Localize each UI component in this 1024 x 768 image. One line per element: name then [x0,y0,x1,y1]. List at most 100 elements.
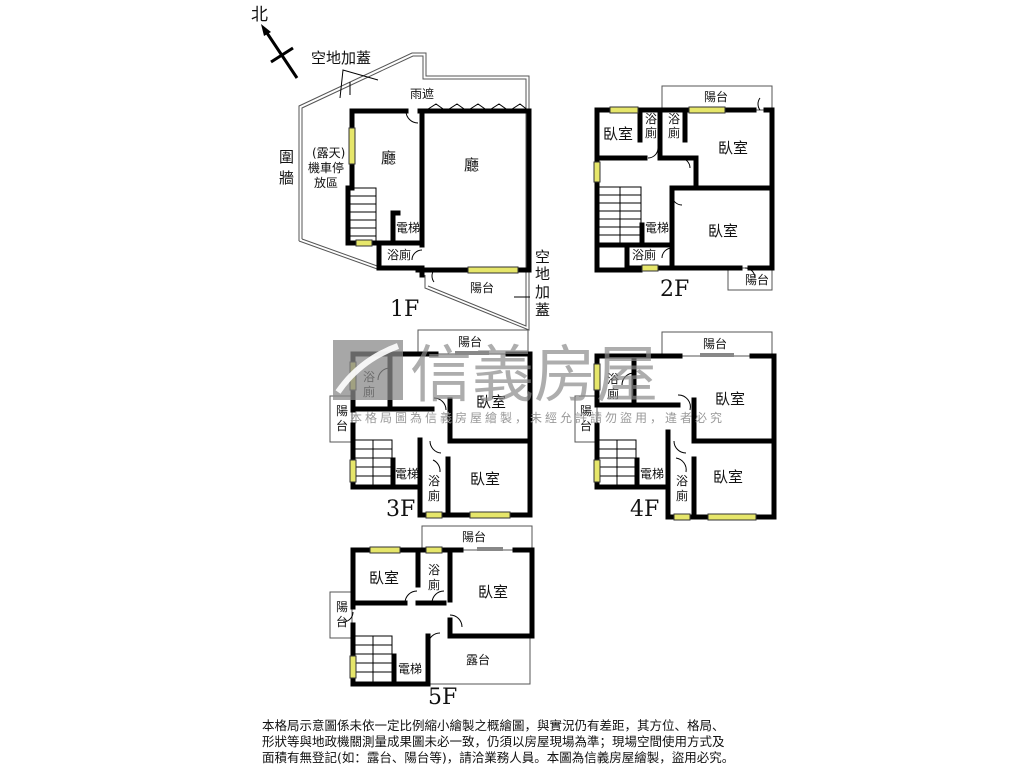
door [404,590,418,604]
svg-text:廁: 廁 [645,125,657,140]
svg-text:牆: 牆 [279,169,294,187]
door [405,110,419,124]
door [744,267,756,279]
svg-text:浴廁: 浴廁 [387,247,411,262]
svg-text:陽台: 陽台 [704,89,728,104]
window [593,459,601,483]
svg-text:台: 台 [580,418,592,433]
north-arrow-icon [261,24,299,79]
svg-text:雨遮: 雨遮 [410,86,434,101]
room-bedroom: 臥室 [603,125,633,143]
door [621,372,635,386]
svg-text:地: 地 [535,265,550,283]
floor-5f: 陽台 臥室 浴 廁 臥室 陽 台 電梯 露台 5F [329,525,535,710]
watermark-notice: 本格局圖為信義房屋繪製，未經允許請勿盜用，違者必究 [350,410,725,425]
door [342,611,354,623]
svg-text:圍: 圍 [279,148,294,166]
stairs [353,439,393,488]
watermark: 信義房屋 本格局圖為信義房屋繪製，未經允許請勿盜用，違者必究 [333,338,725,425]
stairs [597,439,637,488]
svg-text:陽: 陽 [336,404,348,418]
door [679,157,691,169]
window [469,511,511,519]
room-bedroom: 臥室 [476,393,506,411]
svg-text:露台: 露台 [466,652,490,667]
floor-label-1f: 1F [390,297,419,322]
svg-text:陽台: 陽台 [745,272,769,287]
svg-text:(露天): (露天) [312,146,345,160]
window [425,511,443,519]
floor-label-4f: 4F [630,497,659,522]
svg-text:電梯: 電梯 [398,662,422,676]
svg-text:浴廁: 浴廁 [632,247,656,262]
room-bedroom: 臥室 [713,468,743,486]
watermark-brand: 信義房屋 [410,338,658,411]
room-bedroom: 臥室 [478,583,508,601]
svg-text:機車停: 機車停 [308,160,344,175]
window [467,266,519,274]
window [349,459,357,483]
svg-text:浴: 浴 [428,563,440,577]
svg-text:陽台: 陽台 [462,529,486,544]
door [433,397,447,411]
stairs [353,635,393,685]
door [757,97,761,111]
svg-text:陽台: 陽台 [470,280,494,295]
window [355,239,373,247]
window [707,513,757,521]
svg-text:電梯: 電梯 [395,467,419,481]
disclaimer-line: 面積有無登記(如：露台、陽台等)，請洽業務人員。本圖為信義房屋繪製，盜用必究。 [262,750,735,765]
door [429,440,442,454]
svg-text:陽: 陽 [580,404,592,418]
svg-text:陽台: 陽台 [703,336,727,351]
disclaimer: 本格局示意圖係未依一定比例縮小繪製之概繪圖，與實況仍有差距，其方位、格局、 形狀… [262,718,782,766]
window [641,264,659,272]
window [369,546,401,554]
room-living-left: 廳 [381,149,396,167]
floor-label-3f: 3F [386,497,415,522]
svg-text:浴: 浴 [428,474,440,488]
door [449,614,463,628]
door [677,394,691,411]
window [593,161,601,183]
door [432,459,441,473]
svg-text:電梯: 電梯 [640,467,664,481]
door [661,247,673,259]
stairs [597,186,642,245]
door [431,269,435,283]
svg-text:放區: 放區 [314,175,338,190]
window [673,513,691,521]
site-boundary [298,52,530,331]
room-bedroom: 臥室 [470,470,500,488]
svg-text:台: 台 [336,418,348,433]
window [688,106,726,114]
door [675,457,687,473]
svg-text:廁: 廁 [607,386,619,401]
svg-text:浴: 浴 [676,474,688,488]
svg-text:浴: 浴 [645,112,657,126]
room-bedroom: 臥室 [369,569,399,587]
svg-text:廁: 廁 [428,577,440,592]
door [431,590,445,604]
disclaimer-line: 形狀等與地政機關測量成果圖未必一致，仍須以房屋現場為準；現場空間使用方式及 [262,734,725,749]
svg-text:陽台: 陽台 [458,334,482,349]
room-bedroom: 臥室 [715,390,745,408]
window [348,127,356,165]
window [593,363,601,391]
svg-text:廁: 廁 [428,488,440,503]
svg-text:空地加蓋: 空地加蓋 [311,49,371,67]
floor-label-2f: 2F [660,277,689,302]
svg-text:加: 加 [535,283,550,301]
window [425,546,443,554]
compass-label: 北 [251,5,268,25]
door [427,632,441,646]
room-bedroom: 臥室 [718,139,748,157]
floor-4f: 陽台 浴 廁 臥室 陽 台 電梯 浴 廁 臥室 4F [574,331,777,522]
svg-text:空: 空 [535,248,550,266]
door [673,440,687,454]
room-living-main: 廳 [464,156,479,174]
svg-text:廁: 廁 [676,488,688,503]
door [411,249,423,261]
door [671,194,683,206]
window [609,106,639,114]
